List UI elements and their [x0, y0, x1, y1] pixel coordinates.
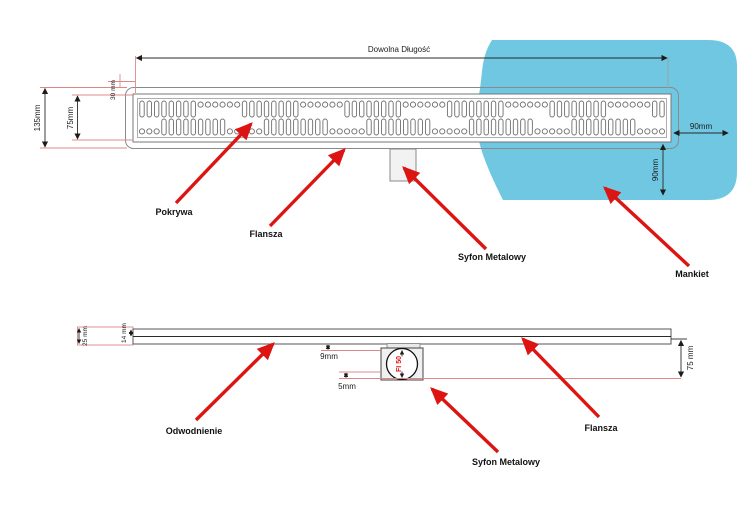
dim-90v-label: 90mm — [651, 159, 660, 182]
label-flange-side: Flansza — [584, 423, 618, 433]
arrow-flange-side — [521, 337, 601, 419]
dim-5-label: 5mm — [338, 382, 356, 391]
arrow-siphon-top — [402, 166, 488, 251]
cover-grate — [132, 93, 672, 143]
arrow-cover — [174, 122, 253, 205]
dim-135-label: 135mm — [33, 104, 42, 131]
dim-14-label: 14 mm — [121, 323, 128, 343]
dim-90h-label: 90mm — [690, 122, 713, 131]
cover-grate-inner-frame — [137, 98, 667, 138]
siphon-outlet-circle — [385, 347, 419, 381]
label-cover: Pokrywa — [155, 207, 193, 217]
arrow-flange-top — [268, 148, 346, 228]
arrow-siphon-side — [430, 387, 500, 454]
dim-fi50-label: FI 50 — [396, 356, 403, 372]
label-flange-top: Flansza — [249, 229, 283, 239]
label-siphon-side: Syfon Metalowy — [472, 457, 540, 467]
arrow-sleeve — [603, 186, 691, 268]
arrow-drainage — [194, 342, 275, 422]
label-siphon-top: Syfon Metalowy — [458, 252, 526, 262]
label-drainage: Odwodnienie — [166, 426, 223, 436]
dim-length-label: Dowolna Długość — [368, 45, 430, 54]
dim-30-label: 30 mm — [110, 80, 117, 100]
label-sleeve: Mankiet — [675, 269, 709, 279]
grate-slots — [138, 100, 666, 136]
flange-outline-top — [125, 87, 679, 149]
dim-25-label: 25 mm — [82, 326, 89, 346]
dim-75-label: 75mm — [66, 107, 75, 130]
dim-75b-label: 75 mm — [686, 345, 695, 370]
dim-9-label: 9mm — [320, 352, 338, 361]
